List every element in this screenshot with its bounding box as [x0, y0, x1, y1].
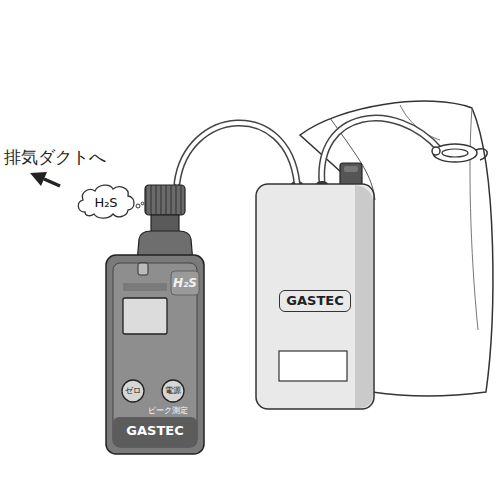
sampling-pump: GASTEC [255, 183, 375, 410]
tube-outline [177, 123, 297, 183]
button-outline [162, 380, 184, 402]
logo-badge [171, 271, 199, 295]
drawing-part [433, 144, 477, 162]
drawing-part [344, 166, 358, 172]
pump-side [355, 185, 373, 408]
bag-fold [470, 108, 478, 330]
button-outline [122, 380, 144, 402]
button-text: 電源 [165, 387, 181, 396]
gas-label: H₂S [94, 196, 117, 210]
bag-valve [432, 144, 487, 162]
power-button: 電源 [161, 379, 185, 403]
display [123, 298, 167, 334]
belt-clip [138, 263, 148, 275]
cloud-outline [78, 185, 134, 218]
detector-body [106, 255, 204, 454]
drawing-part [442, 149, 468, 157]
zero-button: ゼロ [121, 379, 145, 403]
bubble-dot [136, 204, 140, 208]
brand-name: GASTEC [279, 290, 350, 312]
sampling-tube [177, 123, 297, 183]
brand-band [113, 417, 197, 447]
sensor-cap [145, 185, 185, 215]
pump-body [256, 184, 374, 409]
model-plate [123, 283, 167, 291]
gas-bubble: H₂S [75, 182, 137, 220]
button-caption: ピーク測定 [148, 407, 188, 416]
exhaust-arrowhead [30, 172, 47, 186]
logo-text: H₂S [173, 277, 197, 290]
drawing-part [476, 149, 487, 160]
drawing-part [432, 147, 440, 155]
button-text: ゼロ [125, 387, 141, 396]
pump-label [279, 351, 347, 381]
bubble-dot [141, 202, 144, 205]
brand-name: GASTEC [126, 424, 183, 438]
exhaust-note: 排気ダクトへ [4, 148, 106, 167]
exhaust-arrow [44, 179, 60, 186]
